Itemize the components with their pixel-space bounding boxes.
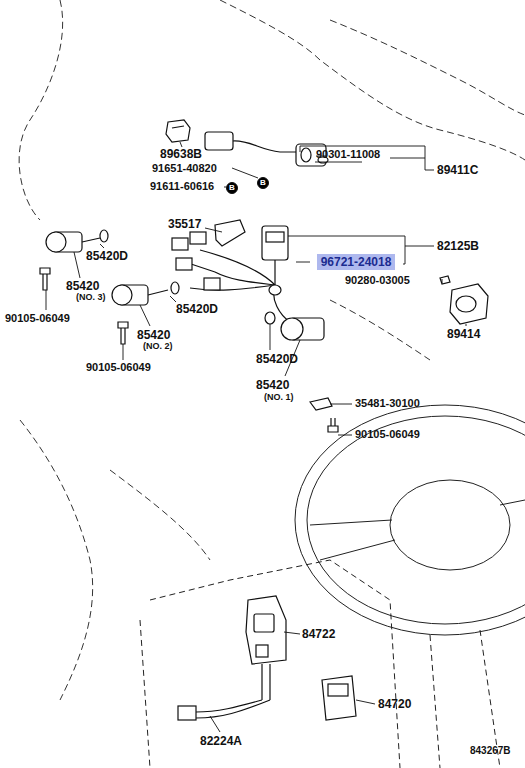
part-number: 82224A <box>200 735 242 747</box>
part-number: 35481-30100 <box>355 398 420 409</box>
position-note: (NO. 3) <box>76 293 106 302</box>
part-number: 84720 <box>378 698 411 710</box>
part-number: 35517 <box>168 218 201 230</box>
reference-circle: B <box>226 182 238 194</box>
part-number: 85420D <box>86 250 128 262</box>
console-outline <box>140 560 400 768</box>
part-number: 85420D <box>256 353 298 365</box>
steering-wheel <box>295 405 525 768</box>
part-number: 91651-40820 <box>152 163 217 174</box>
highlighted-part-number: 96721-24018 <box>317 254 396 270</box>
part-number: 89414 <box>447 328 480 340</box>
reference-circle: B <box>257 177 269 189</box>
reference-letter: B <box>229 184 235 192</box>
part-number: 90105-06049 <box>86 362 151 373</box>
body-outline <box>19 0 525 700</box>
part-number: 85420 <box>256 379 289 391</box>
reference-letter: B <box>260 179 266 187</box>
part-number: 85420 <box>137 329 170 341</box>
part-number: 90105-06049 <box>355 429 420 440</box>
position-note: (NO. 1) <box>264 393 294 402</box>
part-number: 85420D <box>176 303 218 315</box>
position-note: (NO. 2) <box>143 342 173 351</box>
part-number: 90280-03005 <box>345 275 410 286</box>
parts <box>40 120 488 720</box>
part-number: 89411C <box>437 164 478 176</box>
part-number: 91611-60616 <box>150 181 214 192</box>
part-number: 84722 <box>302 628 335 640</box>
diagram-code: 843267B <box>470 746 511 756</box>
part-number: 89638B <box>160 148 202 160</box>
part-number: 90105-06049 <box>5 313 70 324</box>
part-number: 85420 <box>66 280 99 292</box>
leader-lines <box>46 142 466 732</box>
part-number: 82125B <box>437 240 479 252</box>
part-number: 96721-24018 <box>321 256 392 268</box>
part-number: 90301-11008 <box>316 149 380 160</box>
